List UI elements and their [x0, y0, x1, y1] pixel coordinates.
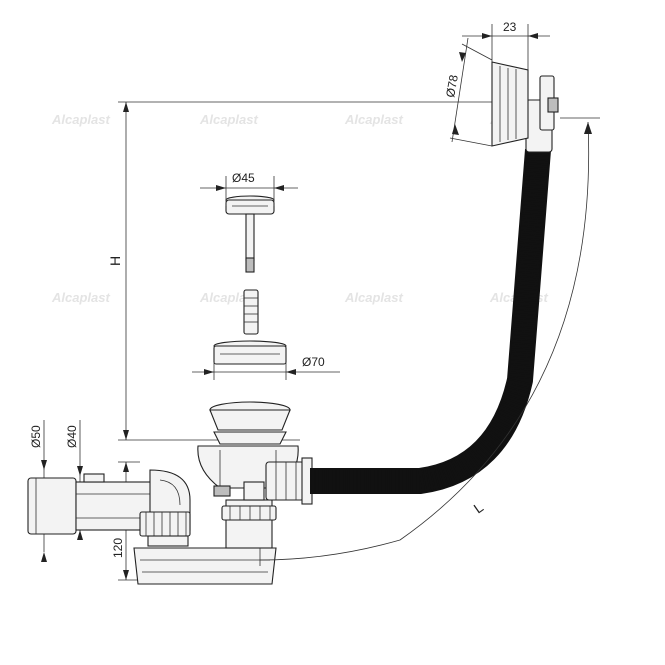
dimension-dia-70-label: Ø70: [302, 355, 325, 369]
dimension-23: 23: [462, 20, 550, 70]
dimension-dia-50-label: Ø50: [29, 425, 43, 448]
siphon-body: [133, 499, 277, 585]
hose-connector: [265, 457, 313, 505]
dimension-120-label: 120: [111, 538, 125, 558]
watermark: Alcaplast: [51, 112, 110, 127]
watermark: Alcaplast: [344, 290, 403, 305]
drain-flange: [213, 340, 287, 365]
dimension-dia-45-label: Ø45: [232, 171, 255, 185]
dimension-dia-78-label: Ø78: [443, 73, 461, 98]
watermark: Alcaplast: [51, 290, 110, 305]
watermark: Alcaplast: [199, 112, 258, 127]
corrugated-hose: [310, 148, 551, 494]
dimension-dia-40-label: Ø40: [65, 425, 79, 448]
dimension-h: H: [107, 101, 495, 441]
dimension-l-label: L: [471, 499, 487, 517]
dimension-23-label: 23: [503, 20, 517, 34]
dimension-dia-70: Ø70: [192, 355, 340, 380]
plug-assembly: [225, 195, 275, 335]
dimension-dia-78: Ø78: [443, 37, 493, 147]
dimension-h-label: H: [107, 256, 123, 266]
watermark: Alcaplast: [344, 112, 403, 127]
dimension-dia-45: Ø45: [200, 171, 298, 206]
overflow-head: [491, 61, 559, 153]
